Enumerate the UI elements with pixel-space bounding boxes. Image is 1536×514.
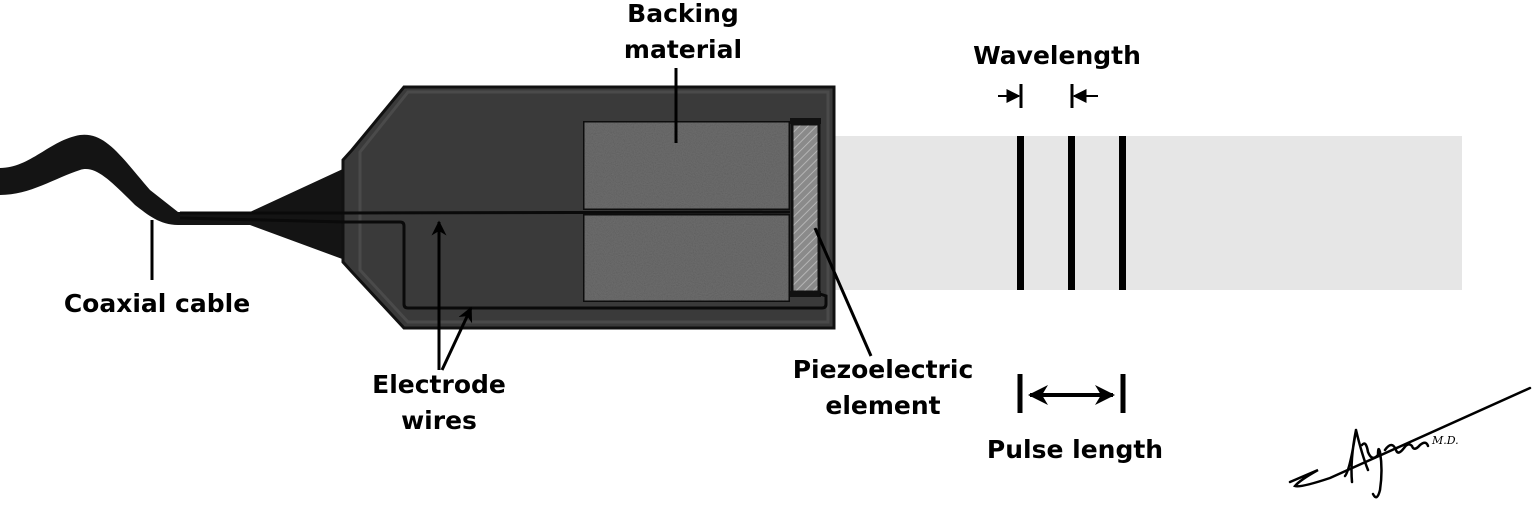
piezoelectric-element (790, 122, 821, 294)
electrode-wires (179, 210, 828, 310)
wave-front (1068, 136, 1075, 290)
pulse-length-indicator (1017, 374, 1126, 413)
coaxial-cable (0, 134, 345, 260)
label-wavelength: Wavelength (973, 41, 1141, 70)
label-piezo-line1: Piezoelectric (793, 355, 974, 384)
wave-front (1017, 136, 1024, 290)
label-electrode-line2: wires (401, 406, 477, 435)
wavelength-indicator (998, 84, 1098, 108)
label-pulse-length: Pulse length (987, 435, 1163, 464)
label-coaxial-cable: Coaxial cable (64, 289, 250, 318)
label-backing-line2: material (624, 35, 742, 64)
label-backing-line1: Backing (627, 0, 739, 28)
ultrasound-beam (830, 136, 1462, 290)
piezo-leader (813, 227, 873, 357)
housing-inner-edge (358, 90, 830, 324)
electrode-arrow-2 (440, 306, 473, 371)
backing-material (581, 119, 792, 304)
wave-front (1119, 136, 1126, 290)
label-piezo-line2: element (825, 391, 940, 420)
label-electrode-line1: Electrode (372, 370, 506, 399)
wave-fronts (1017, 136, 1126, 290)
signature: M.D. (1288, 386, 1532, 499)
signature-suffix: M.D. (1431, 434, 1459, 447)
